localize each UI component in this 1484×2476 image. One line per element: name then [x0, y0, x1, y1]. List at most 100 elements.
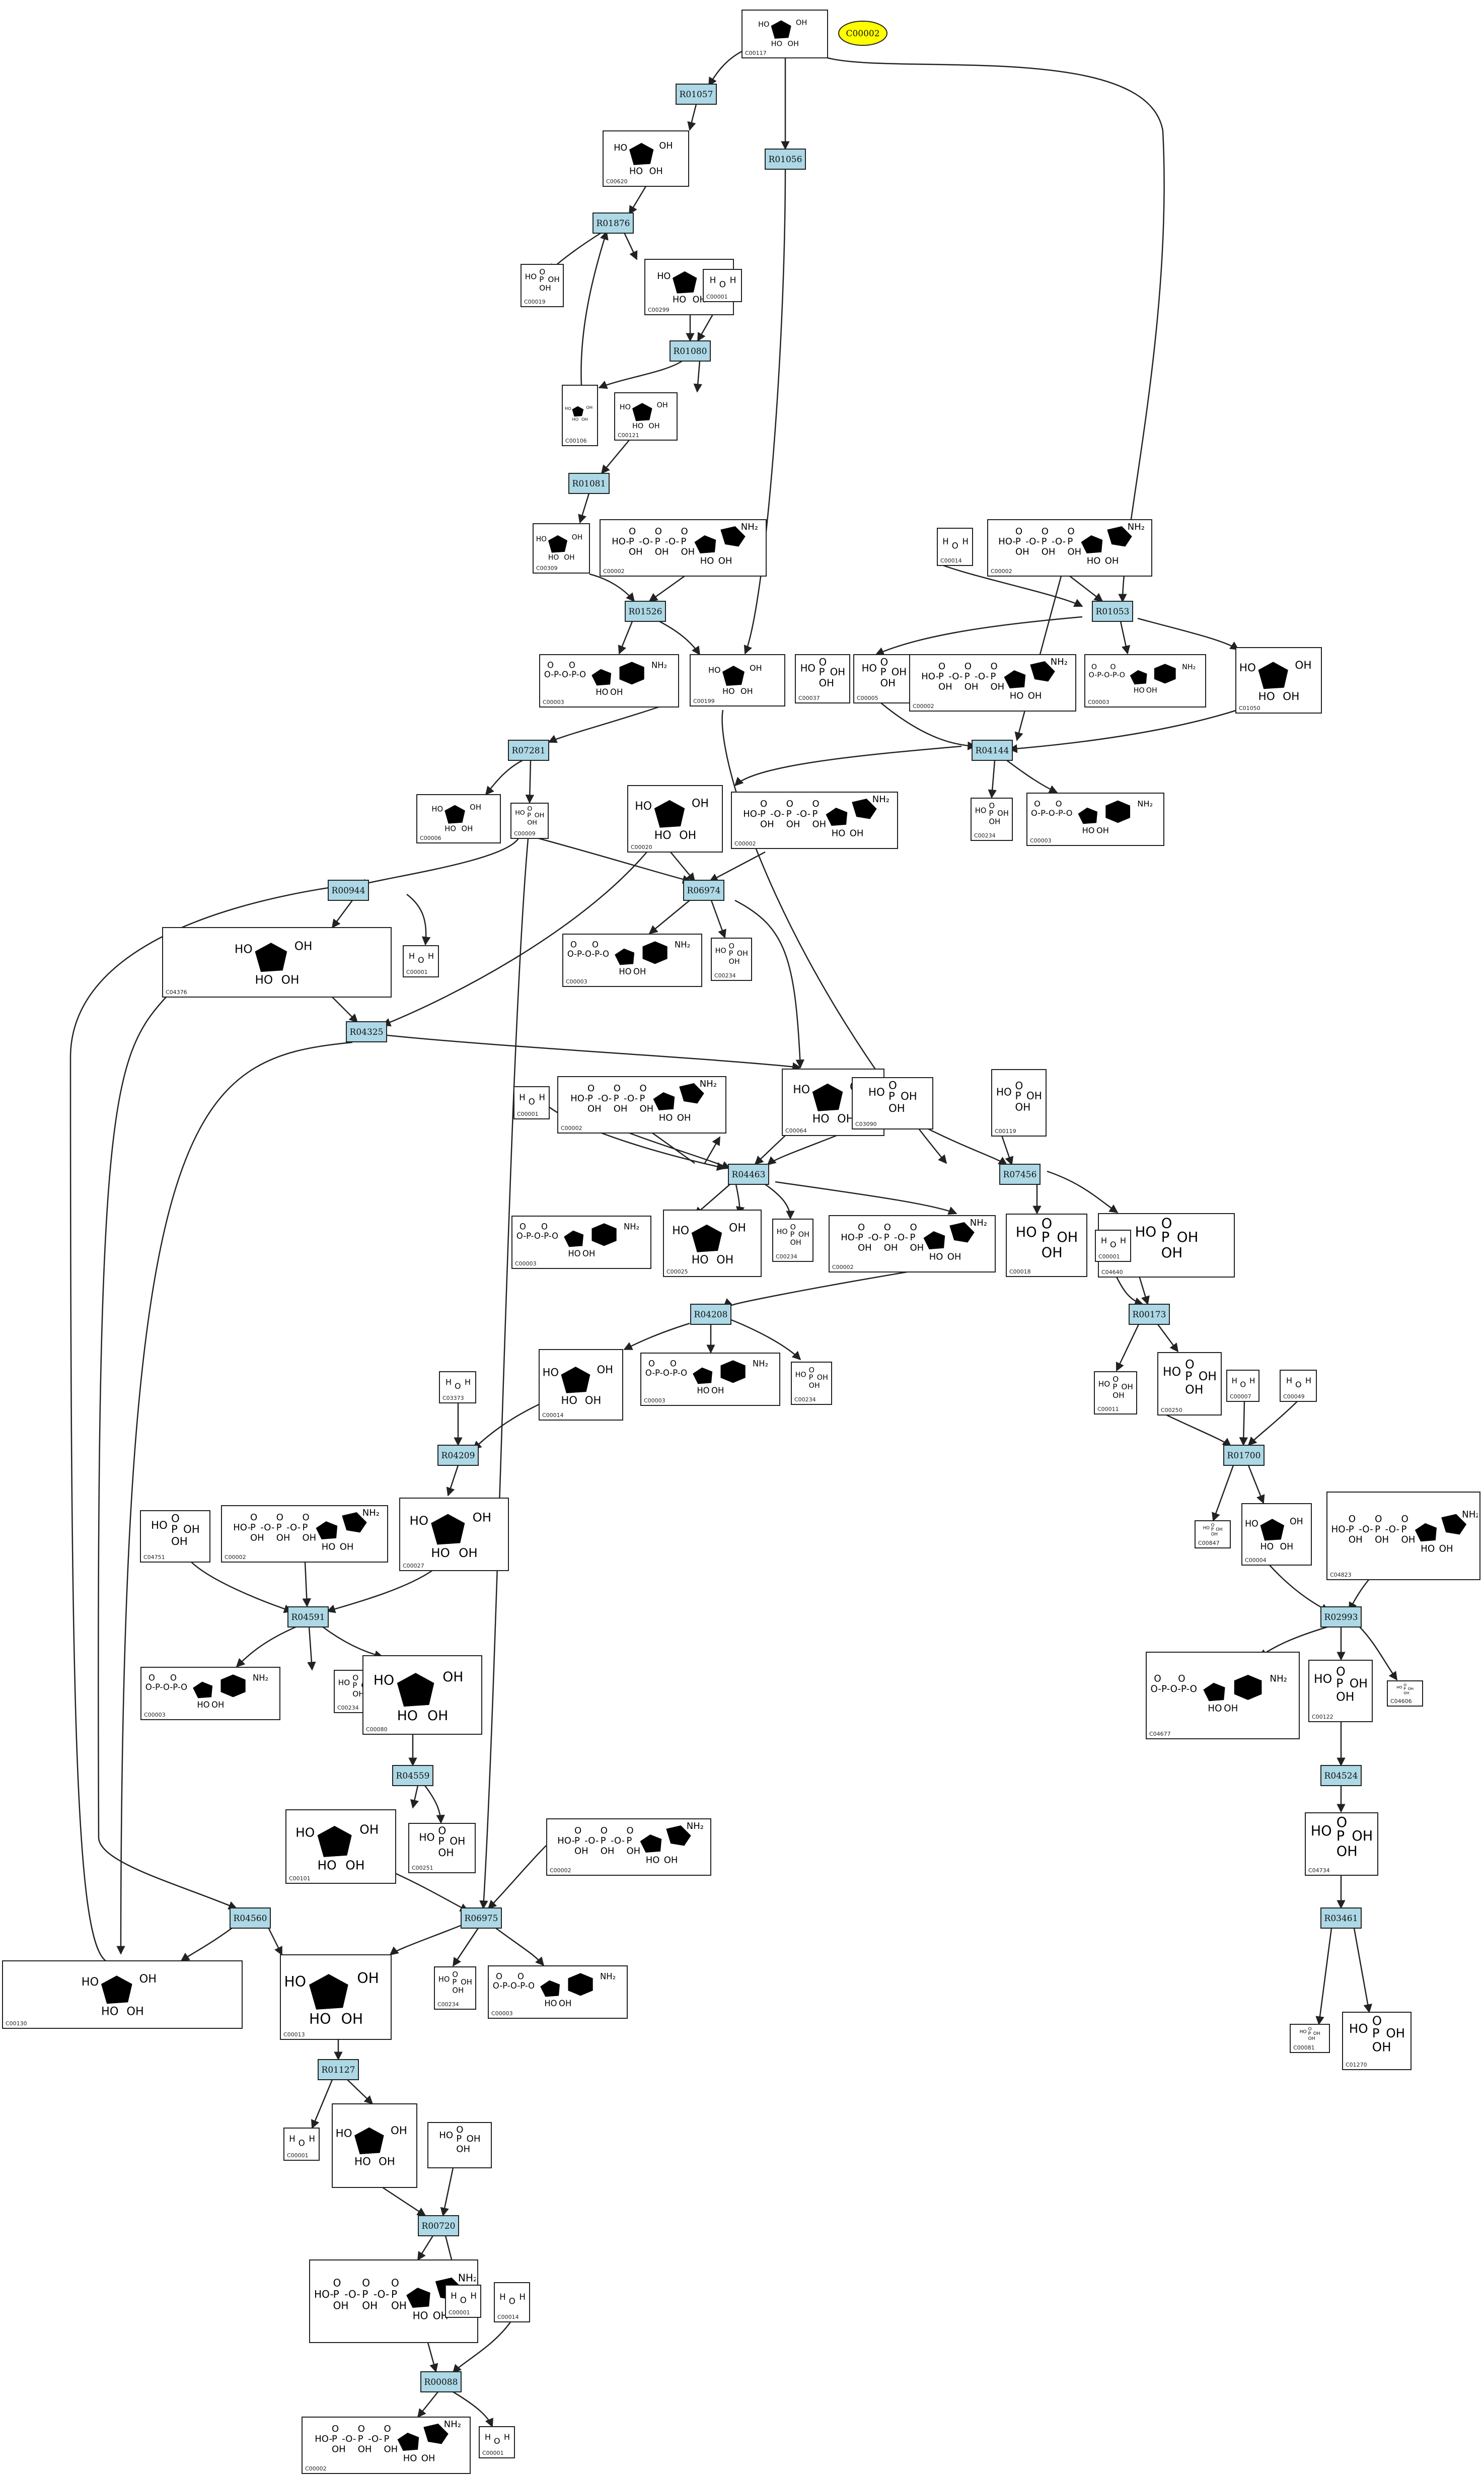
compound-node[interactable]: C01270: [1342, 2012, 1412, 2070]
compound-node[interactable]: C00004: [1241, 1503, 1312, 1566]
compound-node[interactable]: C00002: [909, 654, 1076, 712]
compound-node[interactable]: C04376: [162, 927, 392, 998]
compound-node[interactable]: C00001: [513, 1086, 550, 1119]
compound-node[interactable]: C03090: [852, 1077, 933, 1129]
compound-node[interactable]: C00002: [987, 519, 1152, 577]
reaction-node[interactable]: R01876: [592, 213, 634, 234]
compound-node[interactable]: C00011: [1094, 1371, 1137, 1414]
compound-node[interactable]: C00101: [285, 1809, 396, 1884]
compound-node[interactable]: C00001: [403, 945, 439, 977]
reaction-node[interactable]: R04144: [972, 740, 1013, 761]
reaction-node[interactable]: R01700: [1223, 1445, 1265, 1466]
compound-node[interactable]: C00002: [731, 792, 898, 849]
compound-node[interactable]: C00620: [603, 130, 689, 187]
reaction-node[interactable]: R00088: [420, 2371, 462, 2392]
compound-node[interactable]: C00019: [521, 264, 564, 307]
compound-node[interactable]: C00013: [280, 1954, 392, 2040]
compound-node[interactable]: C00001: [283, 2128, 320, 2161]
reaction-node[interactable]: R04208: [690, 1304, 731, 1325]
reaction-node[interactable]: R04559: [392, 1765, 433, 1786]
compound-node[interactable]: C00003: [562, 934, 702, 987]
reaction-node[interactable]: R04209: [437, 1445, 479, 1466]
compound-node[interactable]: C00122: [1308, 1660, 1373, 1722]
compound-node[interactable]: C00025: [663, 1210, 762, 1277]
reaction-node[interactable]: R01080: [670, 340, 711, 362]
reaction-node[interactable]: R04463: [728, 1164, 769, 1185]
compound-node[interactable]: C00250: [1157, 1352, 1222, 1416]
compound-node[interactable]: C00003: [140, 1667, 280, 1720]
compound-node[interactable]: C04734: [1305, 1812, 1378, 1876]
compound-node[interactable]: C00002: [302, 2417, 471, 2474]
reaction-node[interactable]: R06974: [683, 880, 724, 901]
reaction-node[interactable]: R01056: [765, 149, 806, 170]
reaction-node[interactable]: R00944: [328, 880, 369, 901]
reaction-node[interactable]: R02993: [1320, 1606, 1362, 1628]
compound-node[interactable]: C00002: [557, 1076, 726, 1134]
reaction-node[interactable]: R04524: [1320, 1765, 1362, 1786]
reaction-node[interactable]: R04560: [230, 1907, 271, 1929]
compound-node[interactable]: C04606: [1387, 1680, 1423, 1707]
compound-node[interactable]: C00121: [614, 392, 678, 441]
compound-node[interactable]: C00251: [408, 1823, 476, 1873]
compound-node[interactable]: C00234: [791, 1362, 832, 1405]
reaction-node[interactable]: R06975: [461, 1907, 502, 1929]
compound-node[interactable]: C00014: [494, 2282, 530, 2322]
compound-node[interactable]: C04677: [1146, 1652, 1300, 1739]
reaction-node[interactable]: R01081: [568, 473, 610, 494]
reaction-node[interactable]: R04591: [287, 1606, 329, 1628]
compound-node[interactable]: C00002: [221, 1505, 388, 1563]
compound-node[interactable]: C00002: [829, 1215, 996, 1272]
compound-node[interactable]: C00020: [627, 785, 723, 853]
compound-node[interactable]: C00003: [1084, 654, 1206, 708]
compound-node[interactable]: C00049: [1280, 1370, 1317, 1402]
reaction-node[interactable]: R01053: [1092, 601, 1133, 622]
reaction-node[interactable]: R00720: [418, 2215, 459, 2236]
reaction-node[interactable]: R03461: [1320, 1907, 1362, 1929]
compound-node[interactable]: C00001: [479, 2426, 515, 2458]
root-compound-node[interactable]: C00002: [838, 21, 887, 46]
compound-node[interactable]: C00002: [600, 519, 767, 577]
compound-node[interactable]: C00009: [510, 803, 549, 839]
reaction-node[interactable]: R01127: [318, 2059, 359, 2080]
compound-node[interactable]: C00234: [434, 1966, 476, 2010]
compound-node[interactable]: C00234: [772, 1219, 813, 1262]
reaction-node[interactable]: R01526: [625, 601, 666, 622]
compound-node[interactable]: C01050: [1235, 647, 1322, 714]
compound-node[interactable]: C00002: [546, 1818, 711, 1876]
compound-node[interactable]: C00234: [971, 798, 1013, 841]
compound-node[interactable]: C00018: [1006, 1214, 1087, 1277]
compound-node[interactable]: C00309: [533, 523, 590, 574]
compound-node[interactable]: C04751: [140, 1510, 210, 1563]
compound-node[interactable]: C00081: [1290, 2024, 1330, 2053]
compound-node[interactable]: C00005: [853, 654, 915, 703]
compound-node[interactable]: C00001: [1095, 1230, 1131, 1262]
reaction-node[interactable]: R07456: [999, 1164, 1041, 1185]
compound-node[interactable]: C00117: [741, 10, 828, 58]
compound-node[interactable]: C00001: [445, 2285, 481, 2318]
compound-node[interactable]: C00003: [511, 1216, 651, 1269]
compound-node[interactable]: C00003: [488, 1965, 628, 2019]
compound-node[interactable]: C00006: [416, 794, 501, 843]
reaction-node[interactable]: R00173: [1129, 1304, 1170, 1325]
compound-node[interactable]: C03373: [439, 1371, 476, 1403]
compound-node[interactable]: C00014: [937, 528, 973, 566]
compound-node[interactable]: [427, 2122, 492, 2168]
compound-node[interactable]: [332, 2103, 417, 2188]
compound-node[interactable]: C00130: [2, 1960, 243, 2029]
compound-node[interactable]: C00119: [991, 1069, 1047, 1137]
compound-node[interactable]: C04823: [1326, 1492, 1480, 1580]
compound-node[interactable]: C00106: [562, 385, 598, 446]
reaction-node[interactable]: R04325: [346, 1021, 387, 1042]
compound-node[interactable]: C00003: [539, 654, 679, 708]
reaction-node[interactable]: R07281: [508, 740, 549, 761]
reaction-node[interactable]: R01057: [676, 84, 717, 105]
compound-node[interactable]: C00080: [362, 1655, 482, 1735]
compound-node[interactable]: C00234: [711, 938, 752, 981]
compound-node[interactable]: C00027: [399, 1498, 509, 1571]
compound-node[interactable]: C00001: [703, 269, 742, 302]
compound-node[interactable]: C00003: [1026, 793, 1164, 846]
compound-node[interactable]: C00847: [1195, 1520, 1231, 1548]
compound-node[interactable]: C00014: [539, 1349, 623, 1421]
compound-node[interactable]: C00199: [690, 654, 785, 706]
compound-node[interactable]: C00037: [795, 654, 850, 703]
